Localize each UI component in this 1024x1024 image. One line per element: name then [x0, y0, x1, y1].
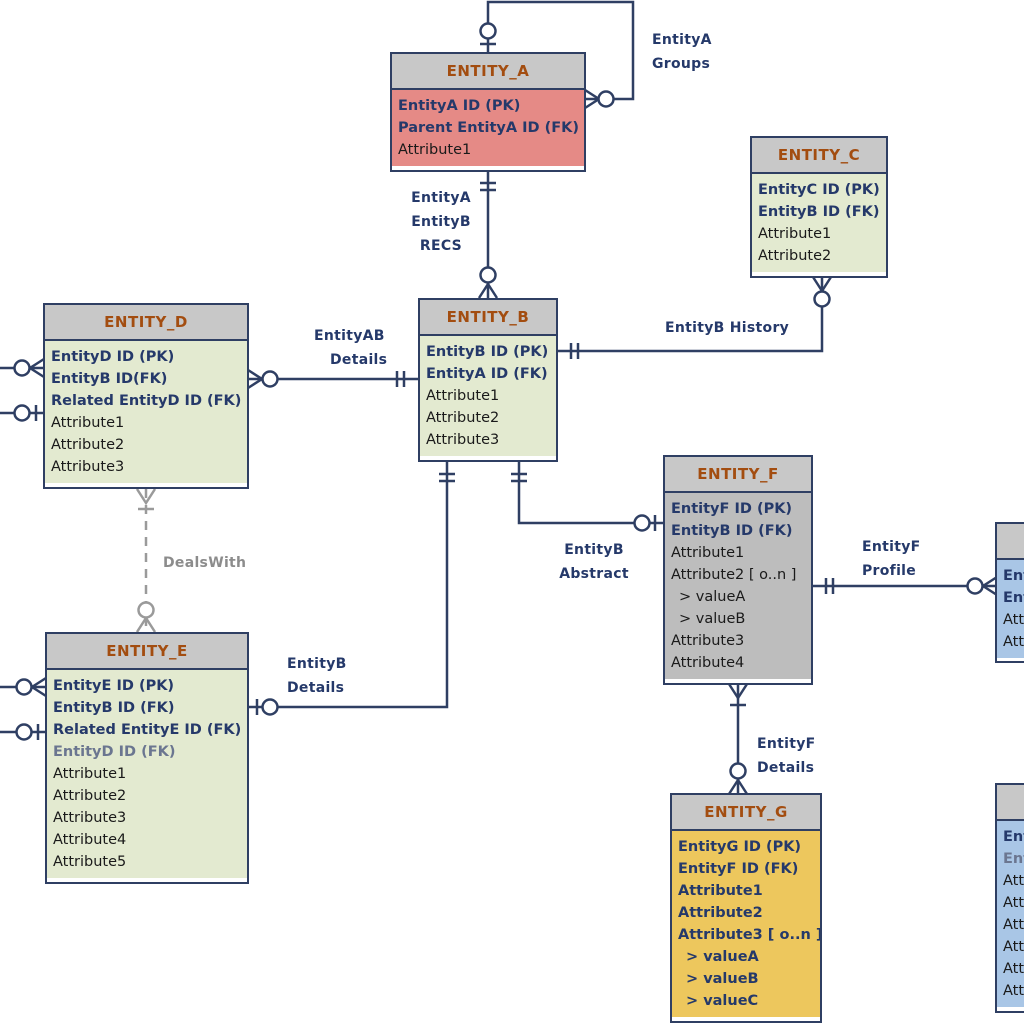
entity-c[interactable]: ENTITY_C EntityC ID (PK) EntityB ID (FK)…: [750, 136, 888, 278]
entity-g[interactable]: ENTITY_G EntityG ID (PK) EntityF ID (FK)…: [670, 793, 822, 1023]
attribute: Parent EntityA ID (FK): [398, 120, 579, 136]
rel-ab-recs-crow: [477, 281, 499, 299]
attribute: Attribute2: [426, 410, 500, 426]
attribute: > valueC: [686, 993, 759, 1009]
attribute: EntityA ID (FK): [426, 366, 548, 382]
attribute: Attribute5: [53, 854, 127, 870]
attribute: Attribute1: [671, 545, 745, 561]
attribute: Att: [1003, 895, 1024, 911]
attribute: Att: [1003, 961, 1024, 977]
rel-b-details-line: [248, 461, 449, 709]
attribute: EntityD ID (PK): [51, 349, 175, 365]
entity-f[interactable]: ENTITY_F EntityF ID (PK) EntityB ID (FK)…: [663, 455, 813, 685]
attribute: Related EntityE ID (FK): [53, 722, 242, 738]
attribute: EntityD ID (FK): [53, 744, 176, 760]
rel-a-groups-circle: [479, 22, 497, 40]
attribute: EntityB ID (PK): [426, 344, 549, 360]
label-ab-details: EntityAB Details: [314, 328, 388, 368]
entity-e[interactable]: ENTITY_E EntityE ID (PK) EntityB ID (FK)…: [45, 632, 249, 884]
attribute: Attribute1: [398, 142, 472, 158]
attribute: EntityC ID (PK): [758, 182, 880, 198]
label-b-abstract: EntityB Abstract: [559, 542, 629, 582]
attribute: Attribute3: [426, 432, 500, 448]
entity-i-header: [997, 785, 1024, 821]
attribute: Att: [1003, 939, 1024, 955]
label-b-details: EntityB Details: [287, 656, 347, 696]
entity-b[interactable]: ENTITY_B EntityB ID (PK) EntityA ID (FK)…: [418, 298, 558, 462]
entity-c-title: ENTITY_C: [752, 138, 886, 174]
label-deals-with: DealsWith: [163, 555, 247, 571]
attribute: EntityF ID (FK): [678, 861, 799, 877]
attribute: Att: [1003, 983, 1024, 999]
attribute: EntityG ID (PK): [678, 839, 802, 855]
attribute: Att: [1003, 634, 1024, 650]
entity-h-partial[interactable]: Ent Ent Att Att: [995, 522, 1024, 663]
attribute: Att: [1003, 612, 1024, 628]
entity-b-title: ENTITY_B: [420, 300, 556, 336]
attribute: Attribute1: [678, 883, 763, 899]
entity-i-partial[interactable]: Ent Ent Att Att Att Att Att Att: [995, 783, 1024, 1013]
attribute: Attribute2: [53, 788, 127, 804]
entity-a[interactable]: ENTITY_A EntityA ID (PK) Parent EntityA …: [390, 52, 586, 172]
attribute: Attribute3: [671, 633, 745, 649]
attribute: Attribute1: [758, 226, 832, 242]
label-b-history: EntityB History: [665, 320, 790, 336]
label-ab-recs: EntityA EntityB RECS: [411, 190, 471, 254]
attribute: EntityB ID (FK): [53, 700, 175, 716]
attribute: Attribute4: [53, 832, 127, 848]
entity-d[interactable]: ENTITY_D EntityD ID (PK) EntityB ID(FK) …: [43, 303, 249, 489]
attribute: > valueA: [686, 949, 759, 965]
attribute: EntityB ID (FK): [758, 204, 880, 220]
rel-a-groups-line: [486, 0, 635, 101]
entity-g-title: ENTITY_G: [672, 795, 820, 831]
attribute: Ent: [1003, 590, 1024, 606]
rel-b-abstract-line: [517, 461, 664, 525]
attribute: Attribute2: [678, 905, 763, 921]
attribute: Attribute3: [51, 459, 125, 475]
entity-e-title: ENTITY_E: [47, 634, 247, 670]
label-a-groups: EntityA Groups: [652, 32, 712, 72]
attribute: Attribute1: [426, 388, 500, 404]
attribute: EntityB ID(FK): [51, 371, 168, 387]
entity-d-title: ENTITY_D: [45, 305, 247, 341]
attribute: EntityE ID (PK): [53, 678, 175, 694]
attribute: Att: [1003, 917, 1024, 933]
attribute: EntityF ID (PK): [671, 501, 793, 517]
entity-a-title: ENTITY_A: [392, 54, 584, 90]
attribute: Attribute2 [ o..n ]: [671, 567, 797, 583]
attribute: Att: [1003, 873, 1024, 889]
label-f-profile: EntityF Profile: [862, 539, 921, 579]
attribute: Attribute2: [758, 248, 832, 264]
attribute: > valueB: [686, 971, 759, 987]
attribute: Ent: [1003, 829, 1024, 845]
rel-a-groups-circle2: [597, 90, 615, 108]
attribute: Attribute1: [51, 415, 125, 431]
attribute: Attribute4: [671, 655, 745, 671]
attribute: Ent: [1003, 851, 1024, 867]
entity-f-title: ENTITY_F: [665, 457, 811, 493]
attribute: Attribute2: [51, 437, 125, 453]
attribute: > valueB: [679, 611, 746, 627]
attribute: Related EntityD ID (FK): [51, 393, 242, 409]
attribute: EntityA ID (PK): [398, 98, 521, 114]
attribute: Attribute3: [53, 810, 127, 826]
attribute: Attribute3 [ o..n ]: [678, 927, 822, 943]
entity-h-header: [997, 524, 1024, 560]
attribute: EntityB ID (FK): [671, 523, 793, 539]
attribute: Attribute1: [53, 766, 127, 782]
attribute: Ent: [1003, 568, 1024, 584]
attribute: > valueA: [679, 589, 746, 605]
label-f-details: EntityF Details: [757, 736, 816, 776]
